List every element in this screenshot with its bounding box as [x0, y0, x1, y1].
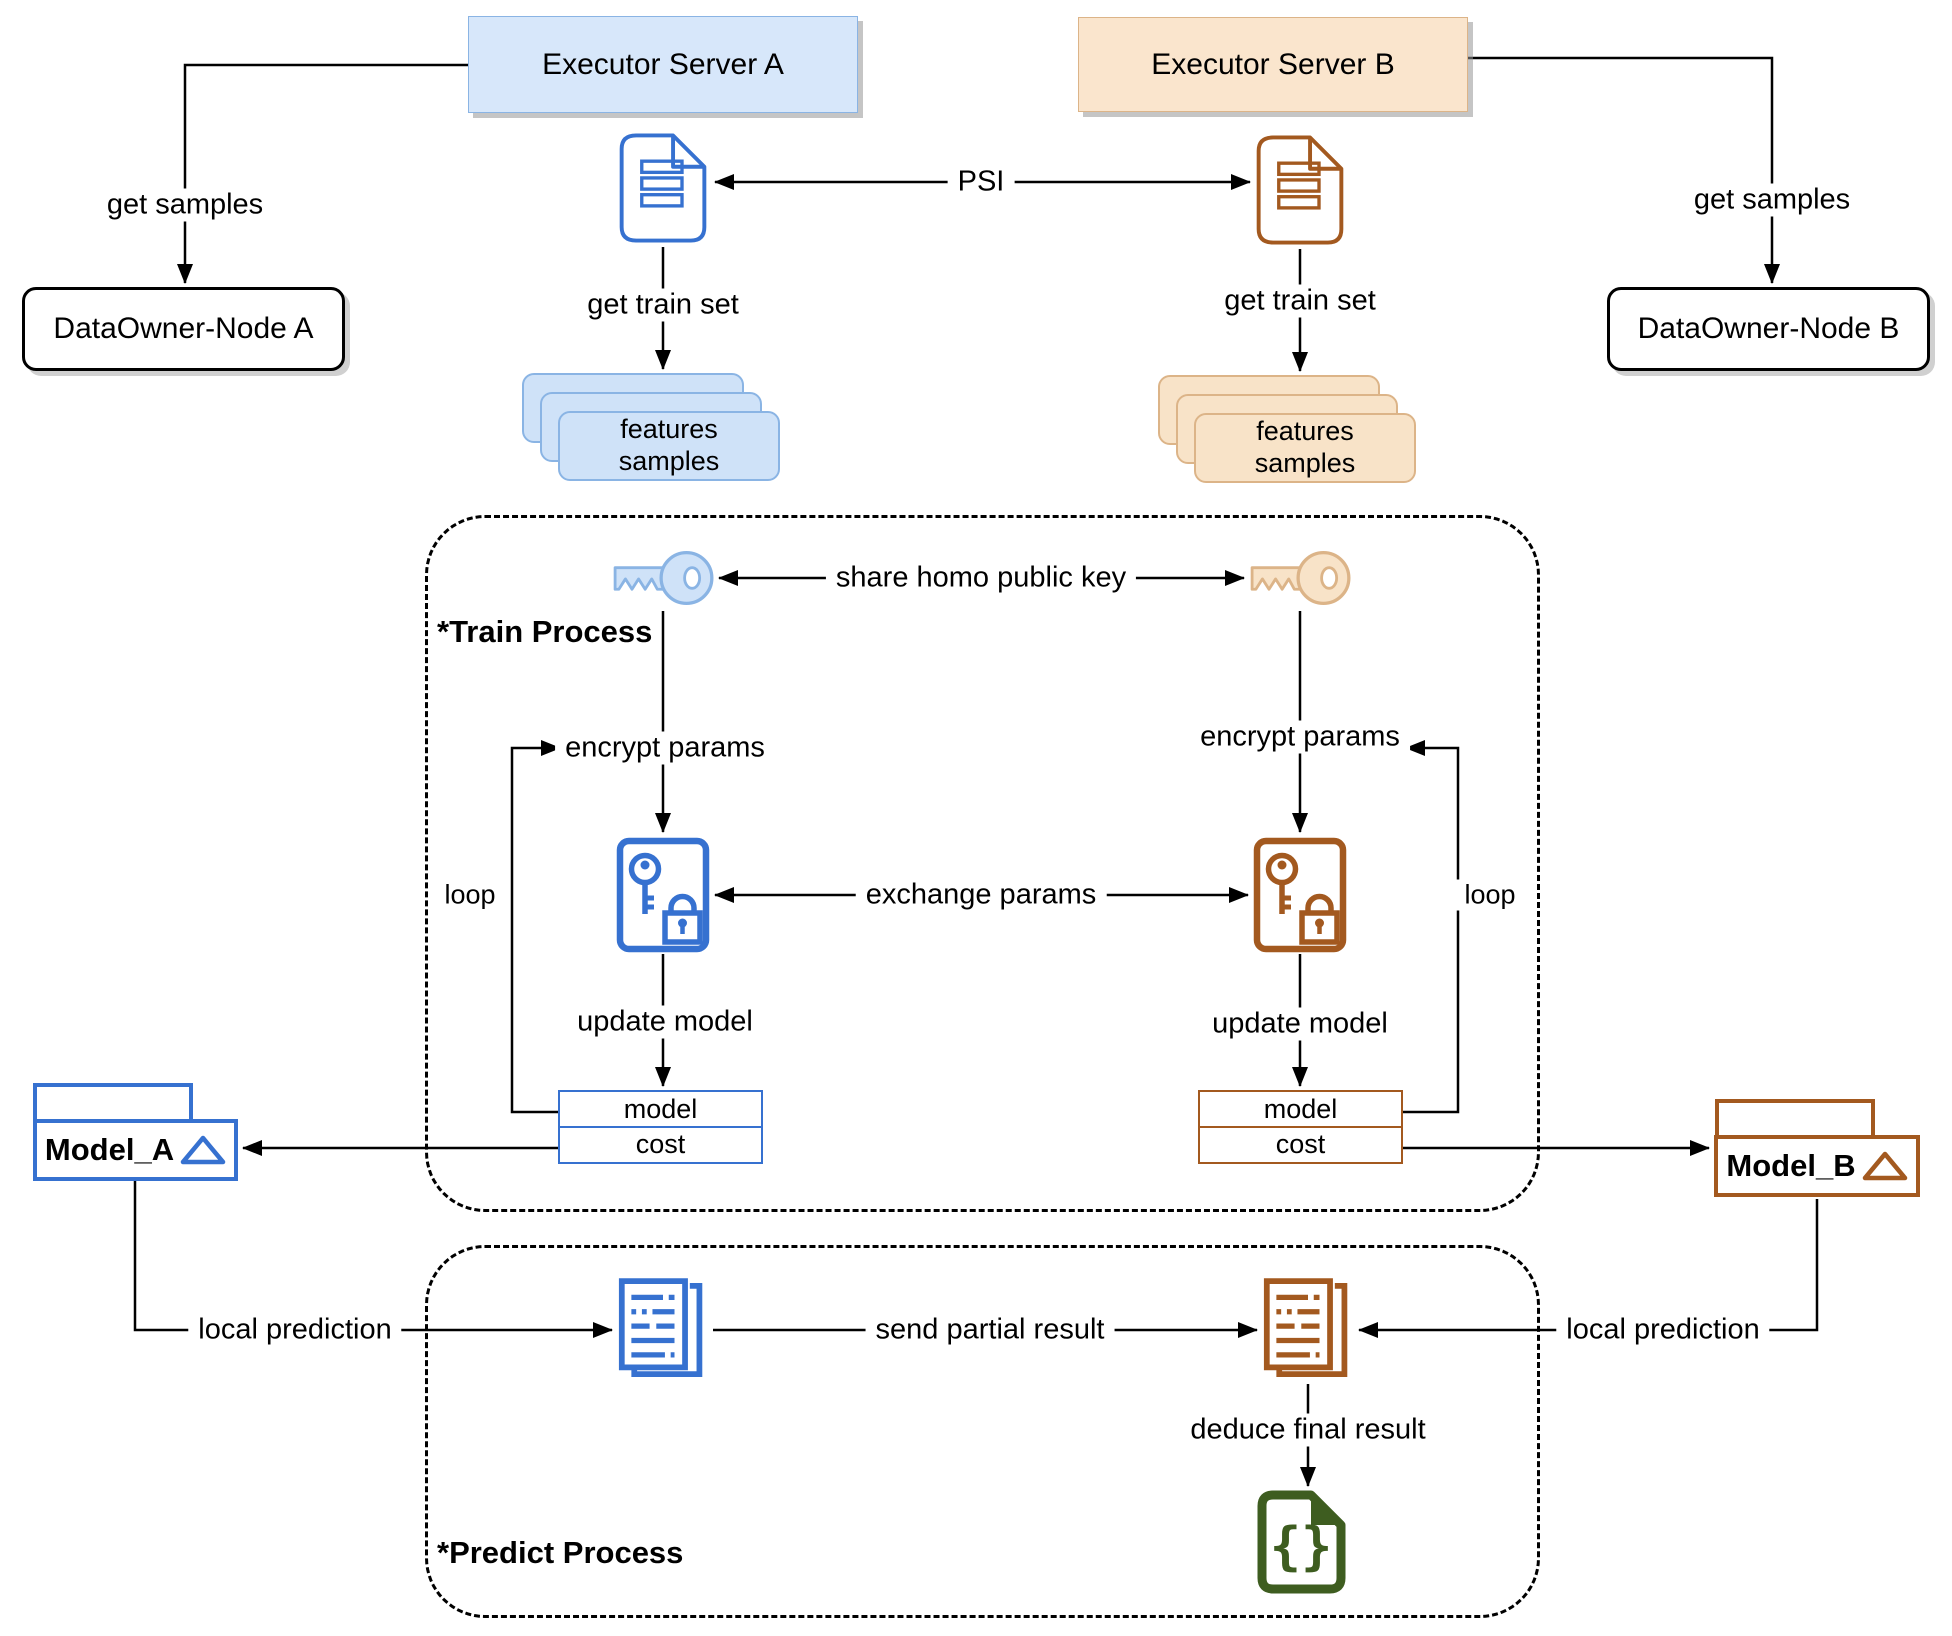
update-model-label-b: update model — [1202, 1007, 1398, 1041]
features-label: features — [1256, 416, 1354, 447]
train-process-title: *Train Process — [437, 614, 653, 649]
connector-get-samples-b — [1468, 56, 1780, 284]
stack-card-front: features samples — [1194, 413, 1416, 483]
braces-glyph: {} — [1270, 1517, 1333, 1577]
model-cost-box-a: model cost — [558, 1090, 763, 1164]
model-row: model — [558, 1090, 763, 1128]
get-train-set-label-b: get train set — [1214, 284, 1386, 318]
exchange-params-label: exchange params — [855, 878, 1107, 912]
model-row: model — [1198, 1090, 1403, 1128]
dataowner-node-b-box: DataOwner-Node B — [1607, 287, 1930, 371]
deduce-final-result-label: deduce final result — [1180, 1413, 1436, 1447]
get-samples-label-b: get samples — [1683, 183, 1861, 217]
dataowner-node-b-label: DataOwner-Node B — [1637, 312, 1900, 345]
connector-local-prediction-b — [1358, 1199, 1819, 1338]
model-triangle-icon — [180, 1135, 226, 1165]
get-samples-label-a: get samples — [96, 188, 274, 222]
cost-row: cost — [1198, 1125, 1403, 1164]
model-cost-box-b: model cost — [1198, 1090, 1403, 1164]
connector-loop-b — [1403, 740, 1460, 1114]
executor-server-a-label: Executor Server A — [542, 47, 784, 81]
connector-loop-a — [510, 740, 561, 1114]
model-b-label: Model_B — [1726, 1148, 1856, 1183]
share-homo-public-key-label: share homo public key — [825, 561, 1137, 595]
connector-local-prediction-a — [133, 1181, 613, 1338]
local-prediction-label-b: local prediction — [1556, 1313, 1770, 1347]
stack-card-front: features samples — [558, 411, 780, 481]
partial-result-document-icon-b — [1263, 1278, 1348, 1377]
features-label: features — [620, 414, 718, 445]
loop-label-b: loop — [1454, 879, 1526, 911]
model-a-label: Model_A — [44, 1132, 175, 1167]
model-a-box: Model_A — [33, 1119, 238, 1181]
encrypt-params-label-a: encrypt params — [555, 731, 775, 765]
get-train-set-label-a: get train set — [577, 288, 749, 322]
key-icon-b — [1250, 550, 1351, 606]
document-icon-a — [619, 133, 707, 243]
executor-server-b-box: Executor Server B — [1078, 17, 1468, 112]
loop-label-a: loop — [434, 879, 506, 911]
model-b-box: Model_B — [1714, 1135, 1920, 1197]
update-model-label-a: update model — [567, 1005, 763, 1039]
document-icon-b — [1256, 135, 1344, 245]
samples-label: samples — [1254, 448, 1356, 478]
psi-label: PSI — [947, 165, 1015, 199]
folder-tab — [1715, 1099, 1875, 1139]
predict-process-container — [425, 1245, 1540, 1618]
send-partial-result-label: send partial result — [865, 1313, 1115, 1347]
samples-label: samples — [618, 446, 720, 476]
encrypted-params-icon-a — [616, 837, 710, 953]
partial-result-document-icon-a — [618, 1278, 703, 1377]
cost-row: cost — [558, 1125, 763, 1164]
local-prediction-label-a: local prediction — [188, 1313, 402, 1347]
folder-tab — [33, 1083, 193, 1123]
train-process-container — [425, 515, 1540, 1212]
key-icon-a — [613, 550, 714, 606]
dataowner-node-a-label: DataOwner-Node A — [53, 312, 314, 345]
executor-server-b-label: Executor Server B — [1151, 47, 1395, 81]
json-result-document-icon: {} — [1257, 1490, 1346, 1594]
connector-get-samples-a — [177, 63, 468, 284]
encrypt-params-label-b: encrypt params — [1190, 720, 1410, 754]
dataowner-node-a-box: DataOwner-Node A — [22, 287, 345, 371]
encrypted-params-icon-b — [1253, 837, 1347, 953]
predict-process-title: *Predict Process — [437, 1535, 684, 1570]
executor-server-a-box: Executor Server A — [468, 16, 858, 113]
model-triangle-icon — [1862, 1151, 1907, 1181]
